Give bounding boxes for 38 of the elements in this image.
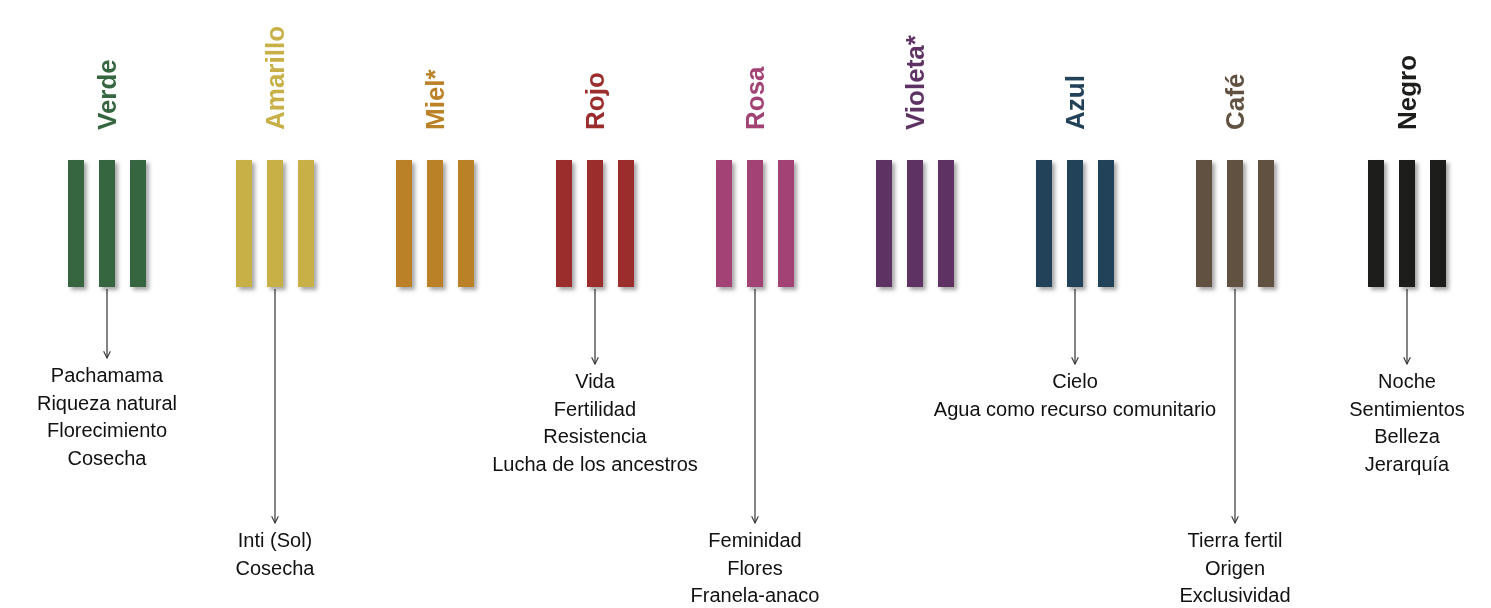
color-name-heading: Rojo <box>580 72 610 130</box>
arrow <box>103 288 111 359</box>
meaning-text: Cosecha <box>234 555 316 581</box>
meaning-text: Franela-anaco <box>689 583 821 608</box>
arrow <box>1403 288 1411 365</box>
meaning-text: Pachamama <box>49 363 165 388</box>
meaning-text: Fertilidad <box>552 396 638 422</box>
meaning-text: Tierra fertil <box>1186 528 1284 553</box>
meaning-text: Belleza <box>1373 424 1441 449</box>
meaning-text: Origen <box>1204 555 1266 581</box>
color-name-heading: Rosa <box>740 66 770 130</box>
color-name-heading: Violeta* <box>900 35 930 130</box>
meaning-text: Inti (Sol) <box>236 528 314 553</box>
color-name-heading: Negro <box>1392 54 1422 130</box>
meaning-text: Vida <box>574 369 616 394</box>
arrow <box>1071 288 1079 365</box>
meaning-text: Jerarquía <box>1363 451 1451 477</box>
color-name-heading: Verde <box>92 59 122 130</box>
meaning-text: Lucha de los ancestros <box>491 451 699 477</box>
arrow <box>1231 288 1239 524</box>
color-name-heading: Amarillo <box>260 25 290 130</box>
meaning-text: Sentimientos <box>1348 396 1466 422</box>
meaning-text: Cielo <box>1051 369 1099 394</box>
meaning-text: Riqueza natural <box>35 390 179 416</box>
meaning-text: Agua como recurso comunitario <box>932 396 1218 422</box>
meaning-text: Resistencia <box>542 424 648 449</box>
meaning-text: Noche <box>1377 369 1437 394</box>
color-name-heading: Café <box>1220 73 1250 130</box>
meaning-text: Florecimiento <box>45 418 168 443</box>
color-name-heading: Miel* <box>420 69 450 130</box>
color-name-heading: Azul <box>1060 75 1090 130</box>
meaning-text: Flores <box>726 555 784 581</box>
meaning-text: Feminidad <box>707 528 803 553</box>
meaning-text: Cosecha <box>66 445 148 471</box>
meaning-text: Exclusividad <box>1178 583 1292 608</box>
arrow <box>591 288 599 365</box>
arrow <box>751 288 759 524</box>
arrow <box>271 288 279 524</box>
